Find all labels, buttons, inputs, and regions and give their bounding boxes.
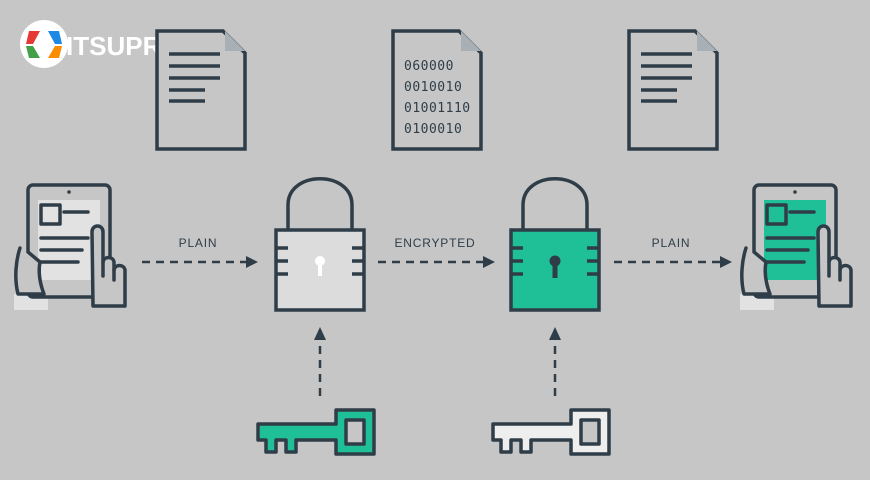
arrow-tablet-to-lock [142, 256, 258, 268]
plain-label-right: PLAIN [652, 236, 691, 250]
sender-tablet-icon [14, 183, 127, 310]
arrow-key-to-lock-left [314, 327, 326, 396]
encrypted-document-icon: 060000 0010010 01001110 0100010 [391, 29, 483, 151]
encrypted-padlock-icon [509, 177, 601, 312]
cipher-line: 060000 [404, 59, 454, 74]
cipher-line: 0010010 [404, 80, 462, 95]
arrow-key-to-lock-right [549, 327, 561, 396]
cipher-line: 01001110 [404, 101, 471, 116]
cipher-line: 0100010 [404, 122, 462, 137]
decryption-key-icon [491, 408, 611, 456]
plain-padlock-icon [274, 177, 366, 312]
receiver-tablet-icon [740, 183, 853, 310]
arrow-lock-to-lock [378, 256, 495, 268]
plain-label-left: PLAIN [179, 236, 218, 250]
plain-document-left-icon [155, 29, 247, 151]
plain-document-right-icon [627, 29, 719, 151]
arrow-lock-to-tablet [614, 256, 732, 268]
encrypted-label: ENCRYPTED [395, 236, 476, 250]
encryption-key-icon [256, 408, 376, 456]
